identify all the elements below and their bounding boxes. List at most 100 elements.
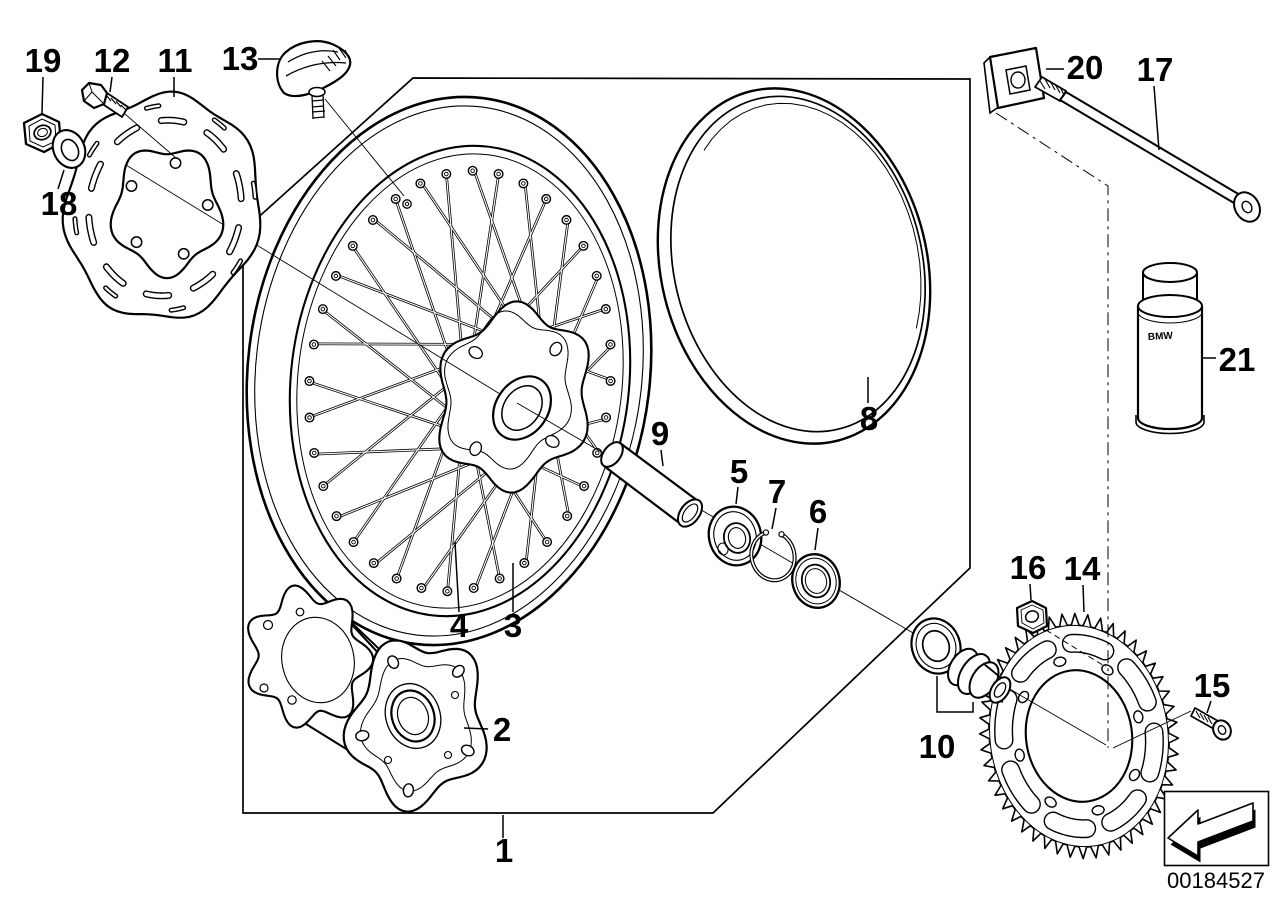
spoke-nipple: [603, 306, 609, 312]
wheel-hub-flange-line: [444, 310, 572, 470]
disc-slot: [144, 291, 171, 298]
hub-bore: [390, 689, 436, 743]
spoke-nipple: [311, 342, 317, 347]
spoke-nipple: [471, 585, 476, 591]
spoke-nipple: [581, 483, 587, 489]
sprocket-cutout: [1063, 635, 1113, 660]
spoke-nipple: [311, 450, 317, 456]
hub-left-flange: [247, 584, 375, 729]
washer: [51, 129, 87, 169]
spoke-nipple: [330, 270, 341, 281]
disc-slot-small: [213, 118, 226, 130]
spoke-nipple: [320, 306, 326, 312]
part-label-9: 9: [651, 415, 669, 452]
part-label-3: 3: [504, 607, 522, 644]
disc-slot-small: [231, 259, 242, 274]
hub-ear-hole: [387, 655, 400, 670]
spoke-nipple: [347, 240, 358, 251]
leader-12: [109, 76, 113, 93]
leader-lines: [41, 58, 1216, 838]
hub-flange-hole: [287, 695, 297, 705]
leader-19: [41, 76, 44, 114]
spray-can: BMW: [1135, 262, 1205, 435]
part-label-11: 11: [158, 42, 193, 79]
callout-labels: 19 12 11 13 18 20 17 21 9 5 7 6 8 4 3 2 …: [25, 40, 1256, 869]
sprocket-bolt-hole: [1091, 805, 1105, 816]
brake-disc: [61, 90, 262, 319]
sprocket-cutout: [1012, 641, 1056, 682]
sprocket-bore: [1024, 669, 1134, 803]
sprocket-cutout: [1002, 761, 1040, 813]
part-label-8: 8: [860, 400, 878, 437]
rim-ring-inner: [669, 95, 927, 433]
spoke-nipple: [442, 586, 453, 597]
part-label-5: 5: [730, 453, 748, 490]
rear-axle: [1034, 76, 1261, 223]
spoke-nipple: [371, 560, 377, 566]
leader-14: [1082, 584, 1085, 613]
disc-slot: [89, 162, 103, 191]
spoke-nipple: [444, 171, 449, 177]
spoke-nipple: [608, 342, 613, 347]
sprocket-bolt-hole: [1128, 768, 1141, 782]
leader-16: [1029, 583, 1032, 601]
spoke-nipple: [348, 537, 359, 548]
hub-right-flange-line: [359, 657, 472, 792]
wheel-bearing: [707, 505, 763, 567]
spoke-nipple: [391, 573, 402, 584]
circlip-ear: [762, 529, 770, 536]
leader-18: [57, 169, 65, 190]
disc-axis-line: [89, 142, 501, 395]
circlip-ear: [778, 531, 785, 538]
hub-small-hole: [443, 750, 453, 760]
part-label-18: 18: [41, 185, 78, 222]
spoke-nipple: [331, 511, 342, 522]
circlip: [749, 529, 797, 583]
sprocket-nut: [1015, 599, 1049, 635]
spoke-nipple: [562, 511, 573, 522]
spoke-nipple: [309, 447, 320, 458]
spoke-nipple: [307, 378, 312, 384]
hub-flange-hole: [549, 341, 563, 357]
rim-lock-leader-line: [324, 98, 405, 197]
spoke-nipple: [494, 573, 505, 584]
spoke-nipple: [564, 217, 569, 223]
can-brand-text: BMW: [1148, 331, 1174, 343]
sprocket-cutout: [1118, 659, 1156, 711]
leader-12b: [124, 113, 177, 159]
spoke-nipple: [393, 196, 398, 202]
spoke-nipple: [543, 196, 549, 202]
disc-mount-hole: [169, 157, 182, 169]
disc-slot: [227, 225, 241, 254]
spoke-nipple: [561, 214, 572, 225]
spoke-nipple: [334, 513, 339, 519]
spoke-nipple: [521, 181, 526, 186]
spoke-nipple: [368, 558, 379, 569]
part-label-19: 19: [25, 42, 62, 79]
rim-valve-hole: [402, 199, 412, 209]
disc-slot: [191, 272, 215, 291]
hub-ear-hole: [355, 729, 370, 742]
hub-small-hole: [383, 755, 393, 765]
rim-outer-line: [254, 105, 644, 637]
hub-left-flange-line: [281, 616, 355, 704]
spoke-nipple: [605, 375, 616, 386]
hub-flange-hole: [468, 346, 484, 360]
spoke-nipple: [522, 560, 527, 566]
sprocket-bolt-hole: [1101, 664, 1114, 676]
spoke-nipple: [603, 415, 609, 420]
leader-9: [660, 449, 664, 467]
leader-2: [463, 727, 489, 730]
hub-flange-hole: [262, 619, 274, 631]
sprocket-bolt-hole: [1133, 710, 1144, 724]
spoke-nipple: [321, 483, 326, 489]
spoke-nipple: [600, 304, 611, 315]
hub-ear-hole: [460, 744, 475, 757]
disc-mount-hole: [201, 199, 214, 211]
spoke-nipple: [497, 576, 502, 581]
rim-inner-line: [296, 153, 624, 609]
leader-16-dashed: [1045, 629, 1107, 668]
wheel-hub-bore: [501, 385, 543, 431]
seal-spacer-set: [910, 617, 1012, 704]
spoke-nipple: [470, 168, 475, 174]
